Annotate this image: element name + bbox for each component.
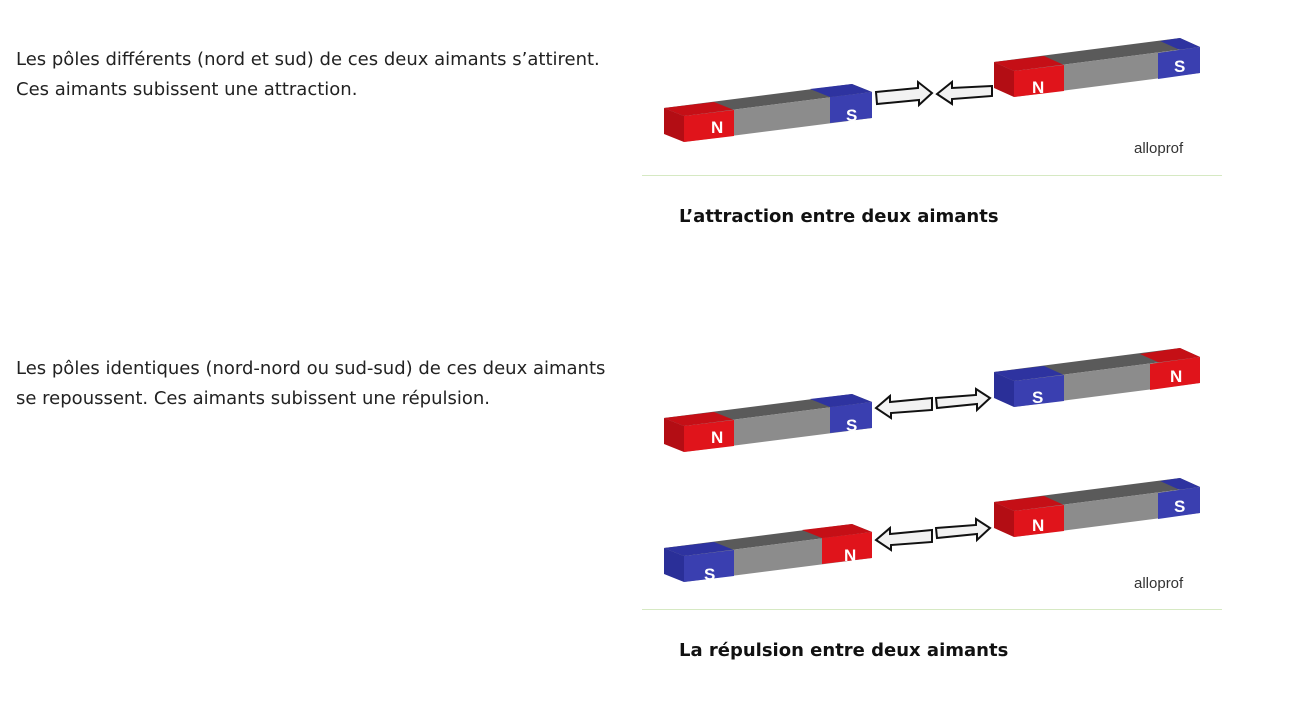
attraction-arrows — [874, 79, 993, 108]
south-pole-label: S — [704, 565, 715, 584]
divider — [642, 609, 1222, 610]
repulsion-figure: N S S N S N — [642, 340, 1222, 602]
repulsion-caption: La répulsion entre deux aimants — [679, 640, 1009, 661]
magnet-left: N S — [664, 394, 872, 452]
north-pole-label: N — [1032, 516, 1044, 535]
south-pole-label: S — [846, 106, 857, 125]
alloprof-logo: alloprof — [1134, 575, 1184, 592]
magnet-left: N S — [664, 84, 872, 142]
alloprof-logo: alloprof — [1134, 140, 1184, 157]
repulsion-arrows — [874, 517, 992, 552]
magnet-right: N S — [994, 478, 1200, 537]
south-pole-label: S — [1174, 57, 1185, 76]
south-pole-label: S — [1174, 497, 1185, 516]
north-pole-label: N — [711, 118, 723, 137]
repulsion-description: Les pôles identiques (nord-nord ou sud-s… — [16, 358, 606, 409]
north-pole-label: N — [1032, 78, 1044, 97]
magnet-right: N S — [994, 38, 1200, 97]
attraction-description: Les pôles différents (nord et sud) de ce… — [16, 49, 600, 100]
magnet-left: S N — [664, 524, 872, 584]
attraction-caption: L’attraction entre deux aimants — [679, 206, 999, 227]
north-pole-label: N — [711, 428, 723, 447]
north-pole-label: N — [844, 546, 856, 565]
south-pole-label: S — [1032, 388, 1043, 407]
divider — [642, 175, 1222, 176]
south-pole-label: S — [846, 416, 857, 435]
attraction-figure: N S N S alloprof — [642, 30, 1222, 170]
north-pole-label: N — [1170, 367, 1182, 386]
magnet-right: S N — [994, 348, 1200, 407]
repulsion-arrows — [874, 387, 992, 420]
